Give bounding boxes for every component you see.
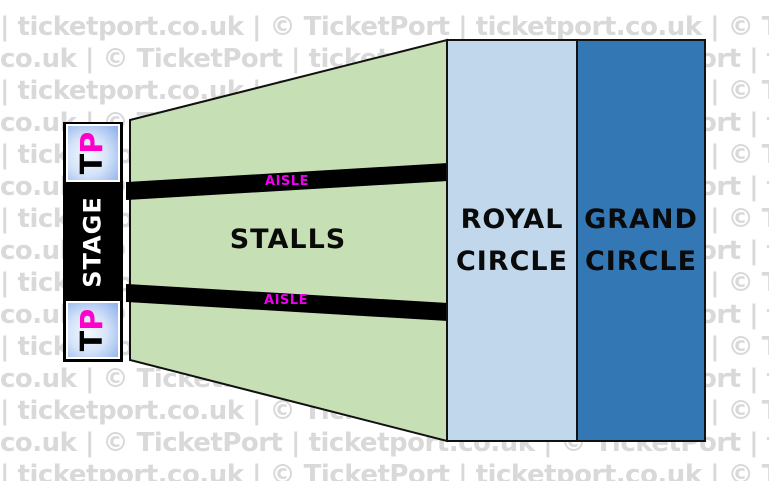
- royal-circle-section: [446, 39, 578, 442]
- ticketport-logo-top: TP: [66, 124, 120, 182]
- grand-circle-section: [576, 39, 706, 442]
- tp-logo-letter-t: T: [75, 330, 110, 352]
- stage-bar: STAGE TP TP: [63, 122, 123, 362]
- watermark-row: | ticketport.co.uk | © TicketPort | tick…: [0, 12, 769, 42]
- royal-circle-label-line2: CIRCLE: [455, 245, 569, 277]
- watermark-row: | ticketport.co.uk | © TicketPort | tick…: [0, 460, 769, 481]
- royal-circle-label: ROYAL CIRCLE: [447, 40, 577, 441]
- tp-logo-letter-p: P: [75, 308, 110, 331]
- stalls-label: STALLS: [229, 224, 347, 255]
- ticketport-logo-bottom: TP: [66, 301, 120, 359]
- aisle-top-band: [126, 163, 448, 200]
- stage-label: STAGE: [79, 196, 107, 288]
- tp-logo-letter-t: T: [75, 153, 110, 175]
- grand-circle-label: GRAND CIRCLE: [577, 40, 705, 441]
- tp-logo-letter-p: P: [75, 131, 110, 154]
- grand-circle-label-line2: CIRCLE: [584, 245, 698, 277]
- aisle-bottom-band: [126, 284, 448, 321]
- aisle-label-top: AISLE: [265, 174, 309, 189]
- royal-circle-label-line1: ROYAL: [460, 203, 564, 235]
- grand-circle-label-line1: GRAND: [584, 203, 698, 235]
- aisle-label-bottom: AISLE: [264, 293, 308, 308]
